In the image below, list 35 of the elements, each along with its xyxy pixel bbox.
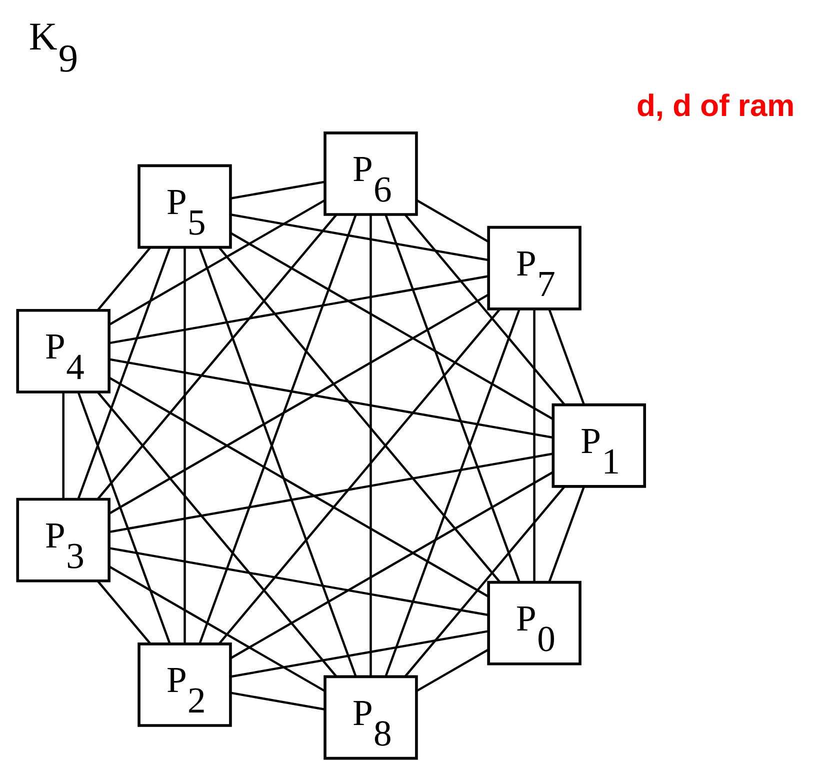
connector [108, 376, 488, 598]
connector [404, 486, 565, 677]
connector [532, 309, 535, 582]
connector [108, 358, 552, 439]
connector [108, 452, 552, 534]
connector [108, 547, 488, 616]
connector [230, 692, 324, 710]
connector [96, 246, 151, 311]
connector [76, 392, 170, 644]
connector [384, 308, 520, 678]
connector [404, 214, 565, 406]
connector [108, 294, 488, 514]
connector [416, 199, 488, 242]
label: d, d of ram [636, 88, 794, 123]
connector [76, 247, 170, 500]
connector [108, 275, 488, 344]
connector [96, 580, 151, 644]
connector [62, 392, 64, 500]
connector [416, 648, 488, 692]
connector [108, 566, 325, 692]
connector [230, 214, 488, 262]
connector [230, 180, 324, 200]
connector [230, 232, 554, 420]
connector [548, 308, 584, 405]
connector [183, 248, 186, 644]
connector [218, 308, 500, 644]
connector [369, 214, 372, 677]
connector [384, 214, 520, 582]
connector [96, 214, 336, 500]
connector [230, 630, 488, 678]
connector [108, 199, 325, 326]
connector [218, 247, 500, 583]
connector [548, 486, 585, 582]
connector [230, 471, 554, 660]
connector [96, 391, 336, 677]
